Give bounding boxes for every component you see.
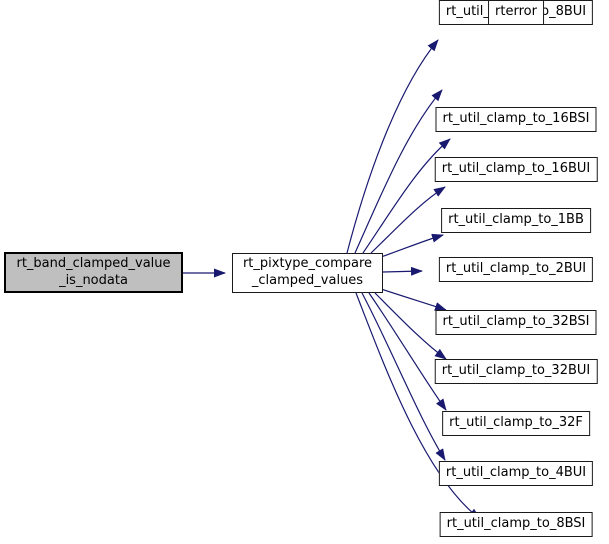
node-label-line: rt_pixtype_compare	[242, 256, 373, 272]
edge-to-8bsi	[368, 292, 447, 411]
node-rt-util-clamp-to-4bui[interactable]: rt_util_clamp_to_4BUI	[438, 461, 594, 486]
node-label: rt_util_clamp_to_16BUI	[441, 161, 591, 177]
node-label-line: _is_nodata	[59, 272, 128, 288]
node-rterror[interactable]: rterror	[488, 0, 544, 25]
node-rt-util-clamp-to-8bsi[interactable]: rt_util_clamp_to_8BSI	[439, 512, 593, 537]
node-rt-util-clamp-to-1bb[interactable]: rt_util_clamp_to_1BB	[441, 208, 591, 233]
node-label: rt_util_clamp_to_32BUI	[441, 363, 591, 379]
edge-to-32bui	[382, 266, 423, 276]
node-label-line: rt_band_clamped_value	[16, 255, 171, 271]
node-label: rt_util_clamp_to_32BSI	[442, 314, 590, 330]
edge-to-16bui	[354, 89, 443, 254]
edge-to-32f	[380, 288, 447, 311]
node-rt-util-clamp-to-16bui[interactable]: rt_util_clamp_to_16BUI	[434, 157, 598, 182]
edge-to-2bui	[370, 186, 446, 254]
node-rt-util-clamp-to-32bui[interactable]: rt_util_clamp_to_32BUI	[434, 359, 598, 384]
node-rt-util-clamp-to-32bsi[interactable]: rt_util_clamp_to_32BSI	[435, 310, 597, 335]
edge-to-16bsi	[346, 39, 439, 254]
node-rt-util-clamp-to-32f[interactable]: rt_util_clamp_to_32F	[442, 411, 590, 436]
node-rt-util-clamp-to-16bsi[interactable]: rt_util_clamp_to_16BSI	[435, 107, 597, 132]
node-label: rt_util_clamp_to_32F	[449, 415, 583, 431]
node-label-line: _clamped_values	[251, 273, 364, 288]
node-rt-band-clamped-value-is-nodata: rt_band_clamped_value _is_nodata	[4, 252, 183, 293]
node-label: rt_util_clamp_to_2BUI	[445, 261, 587, 277]
node-rt-pixtype-compare-clamped-values[interactable]: rt_pixtype_compare _clamped_values	[232, 253, 383, 293]
node-label: rt_util_clamp_to_4BUI	[445, 465, 587, 481]
node-label: rt_util_clamp_to_1BB	[448, 212, 584, 228]
node-label: rt_util_clamp_to_16BSI	[442, 111, 590, 127]
node-rt-util-clamp-to-2bui[interactable]: rt_util_clamp_to_2BUI	[438, 257, 594, 282]
node-label: rt_util_clamp_to_8BSI	[446, 516, 586, 532]
node-label: rterror	[495, 4, 537, 20]
edge-to-8bui	[361, 292, 446, 461]
edge-to-32bsi	[380, 233, 444, 258]
